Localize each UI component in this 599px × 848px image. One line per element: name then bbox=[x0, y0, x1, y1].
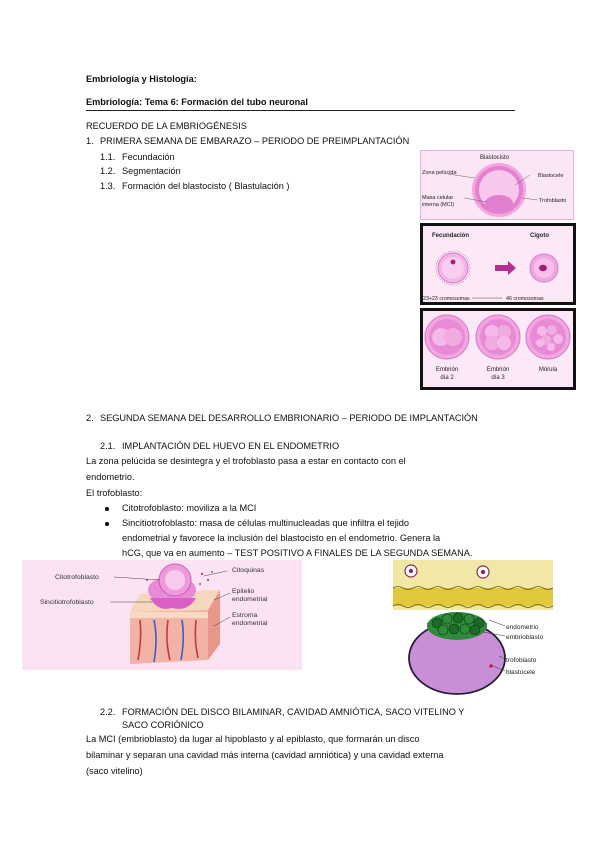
sec21-paragraph-line: El trofoblasto: bbox=[86, 488, 143, 498]
week1-title: PRIMERA SEMANA DE EMBARAZO – PERIODO DE … bbox=[100, 136, 410, 146]
week1-item-num: 1.2. bbox=[100, 166, 116, 176]
sec21-paragraph-line: endometrio. bbox=[86, 472, 135, 482]
label-zona-pelucida: Zona pelúcida bbox=[422, 170, 457, 176]
embryo-stages-figure: Embrión día 2 Embrión día 3 Mórula bbox=[420, 308, 576, 390]
bullet-dot bbox=[105, 522, 109, 526]
header-divider bbox=[86, 110, 515, 111]
week1-item-num: 1.3. bbox=[100, 181, 116, 191]
zygote-title: Cigoto bbox=[530, 233, 549, 239]
morula-image bbox=[525, 314, 571, 360]
week1-number: 1. bbox=[86, 136, 94, 146]
fecundation-title: Fecundación bbox=[432, 233, 469, 239]
label-blastocisto: Blastocisto bbox=[480, 155, 510, 161]
bullet-sincitiotrofoblasto: Sincitiotrofoblasto: masa de células mul… bbox=[122, 518, 410, 528]
embryo-label: Embrión bbox=[436, 367, 458, 373]
bullet-citotrofoblasto: Citotrofoblasto: moviliza a la MCI bbox=[122, 503, 257, 513]
sec22-title: FORMACIÓN DEL DISCO BILAMINAR, CAVIDAD A… bbox=[122, 707, 465, 717]
week1-item-blastulacion: Formación del blastocisto ( Blastulación… bbox=[122, 181, 290, 191]
label-mci-line1: Masa celular bbox=[422, 195, 453, 201]
label-blastocele: Blastocele bbox=[538, 173, 563, 179]
morula-label: Mórula bbox=[539, 367, 558, 373]
label-mci-line2: interna (MCI) bbox=[422, 202, 454, 208]
sec22-paragraph-line: (saco vitelino) bbox=[86, 766, 143, 776]
label-embrioblasto: embrioblasto bbox=[506, 634, 544, 641]
bullet-dot bbox=[105, 507, 109, 511]
bullet-sincitiotrofoblasto-cont: endometrial y favorece la inclusión del … bbox=[122, 533, 441, 543]
sec21-title: IMPLANTACIÓN DEL HUEVO EN EL ENDOMETRIO bbox=[122, 441, 340, 451]
label-estroma-2: endometrial bbox=[232, 620, 268, 627]
label-trofoblasto: Trofoblasto bbox=[539, 198, 566, 204]
week1-item-num: 1.1. bbox=[100, 152, 116, 162]
fecundation-caption: 23+23 cromosomas bbox=[423, 296, 470, 302]
embryo-label: día 3 bbox=[491, 375, 505, 381]
label-citoquinas: Citoquinas bbox=[232, 567, 265, 574]
embryo-label: Embrión bbox=[487, 367, 509, 373]
fecundation-figure: Fecundación Cigoto 23+23 cromosomas 46 c… bbox=[420, 223, 576, 305]
label-epitelio-2: endometrial bbox=[232, 596, 268, 603]
embryo-day2-image bbox=[424, 314, 470, 360]
course-title: Embriología y Histología: bbox=[86, 74, 197, 84]
topic-title: Embriología: Tema 6: Formación del tubo … bbox=[86, 97, 308, 107]
blastocyst-figure: Blastocisto Zona pelúcida Blastocele Mas… bbox=[420, 150, 574, 220]
label-blastocele: blastocele bbox=[506, 669, 536, 676]
label-epitelio: Epitelio bbox=[232, 588, 255, 595]
sec22-title-cont: SACO CORIÓNICO bbox=[122, 720, 204, 730]
week2-number: 2. bbox=[86, 413, 94, 423]
bullet-sincitiotrofoblasto-cont: hCG, que va en aumento – TEST POSITIVO A… bbox=[122, 548, 473, 558]
endometrium-figure: endometrio embrioblasto trofoblasto blas… bbox=[393, 560, 553, 695]
label-citotrofoblasto: Citotrofoblasto bbox=[55, 574, 99, 581]
sec21-paragraph-line: La zona pelúcida se desintegra y el trof… bbox=[86, 456, 406, 466]
sec21-number: 2.1. bbox=[100, 441, 116, 451]
week1-item-fecundacion: Fecundación bbox=[122, 152, 175, 162]
label-sincitiotrofoblasto: Sincitiotrofoblasto bbox=[40, 599, 94, 606]
label-endometrio: endometrio bbox=[506, 624, 539, 631]
recap-title: RECUERDO DE LA EMBRIOGÉNESIS bbox=[86, 121, 247, 131]
label-estroma: Estroma bbox=[232, 612, 258, 619]
week1-item-segmentacion: Segmentación bbox=[122, 166, 181, 176]
week2-title: SEGUNDA SEMANA DEL DESARROLLO EMBRIONARI… bbox=[100, 413, 478, 423]
sec22-paragraph-line: La MCI (embrioblasto) da lugar al hipobl… bbox=[86, 734, 420, 744]
sec22-paragraph-line: bilaminar y separan una cavidad más inte… bbox=[86, 750, 444, 760]
implantation-figure: Citotrofoblasto Sincitiotrofoblasto Cito… bbox=[22, 560, 302, 670]
label-trofoblasto: trofoblasto bbox=[506, 657, 537, 664]
zygote-caption: 46 cromosomas bbox=[506, 296, 544, 302]
sec22-number: 2.2. bbox=[100, 707, 116, 717]
embryo-day3-image bbox=[475, 314, 521, 360]
embryo-label: día 2 bbox=[440, 375, 454, 381]
